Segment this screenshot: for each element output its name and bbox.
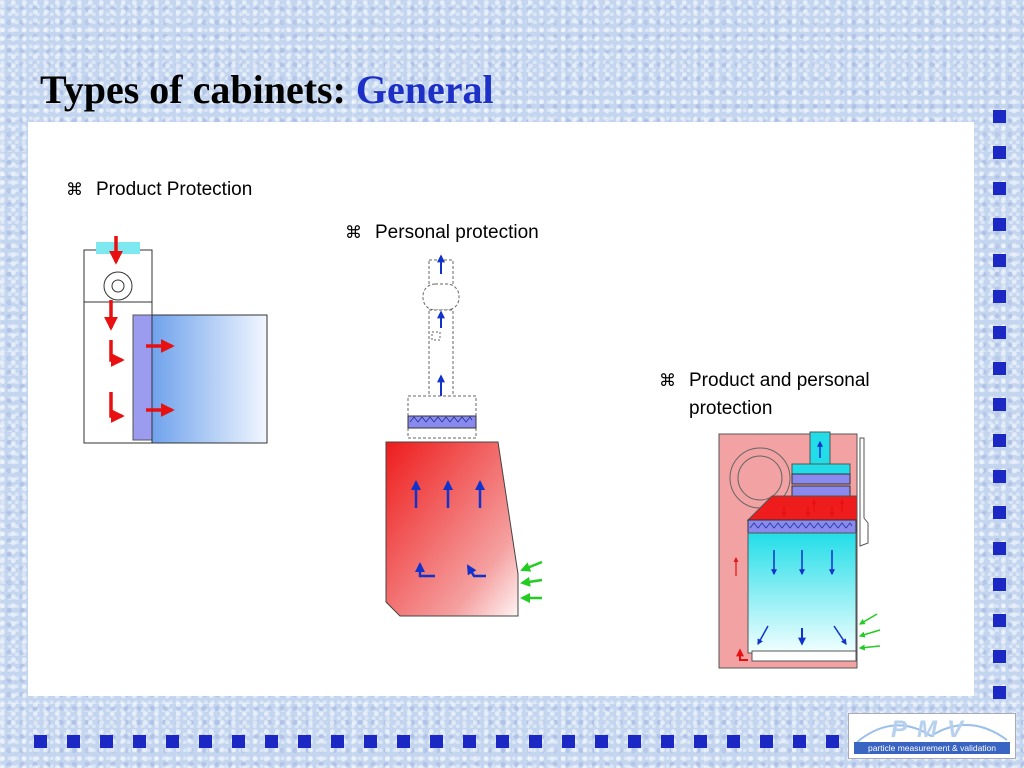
product-protection-diagram [83,236,268,444]
airflow-arrow-diagonal [833,625,847,645]
work-area [151,314,268,444]
airflow-arrow-turn [736,648,748,661]
room-air-arrow [858,613,878,625]
title-accent: General [355,67,494,112]
airflow-arrow-turn [109,392,125,423]
slide-title: Types of cabinets: General [40,66,494,114]
bullet-personal-protection: ⌘ Personal protection [345,219,539,247]
bullet-text: Product and personal protection [689,370,870,419]
cabinet-body [385,441,519,617]
airflow-arrow-diagonal [757,625,769,646]
logo-arcs [856,724,1008,743]
sash-window [859,437,869,547]
logo-tagline: particle measurement & validation [854,742,1010,754]
title-main: Types of cabinets: [40,67,346,112]
bullet-product-personal-protection: ⌘ Product and personal protection [659,367,899,423]
bullet-text: Personal protection [375,222,539,243]
product-personal-protection-diagram [718,431,881,669]
supply-filter [747,519,857,534]
airflow-arrow-turn [415,562,435,578]
filter-panel [132,314,153,441]
room-air-arrow [858,629,881,638]
pmv-logo: PMV particle measurement & validation [848,713,1016,759]
bullet-product-protection: ⌘ Product Protection [66,176,252,204]
command-icon: ⌘ [345,223,362,242]
room-air-arrow [520,560,543,572]
fan-icon [111,279,125,293]
exhaust-filter [791,473,851,485]
logo-wordmark: PMV [890,716,973,743]
personal-protection-diagram [385,254,543,617]
room-air-arrow [520,576,543,587]
duct-fan [422,283,460,311]
hepa-filter [96,242,140,254]
airflow-arrow-turn [466,564,486,578]
room-air-arrow [858,644,881,651]
command-icon: ⌘ [66,180,83,199]
command-icon: ⌘ [659,371,676,390]
bullet-text: Product Protection [96,179,253,200]
airflow-arrow-turn [109,340,125,367]
